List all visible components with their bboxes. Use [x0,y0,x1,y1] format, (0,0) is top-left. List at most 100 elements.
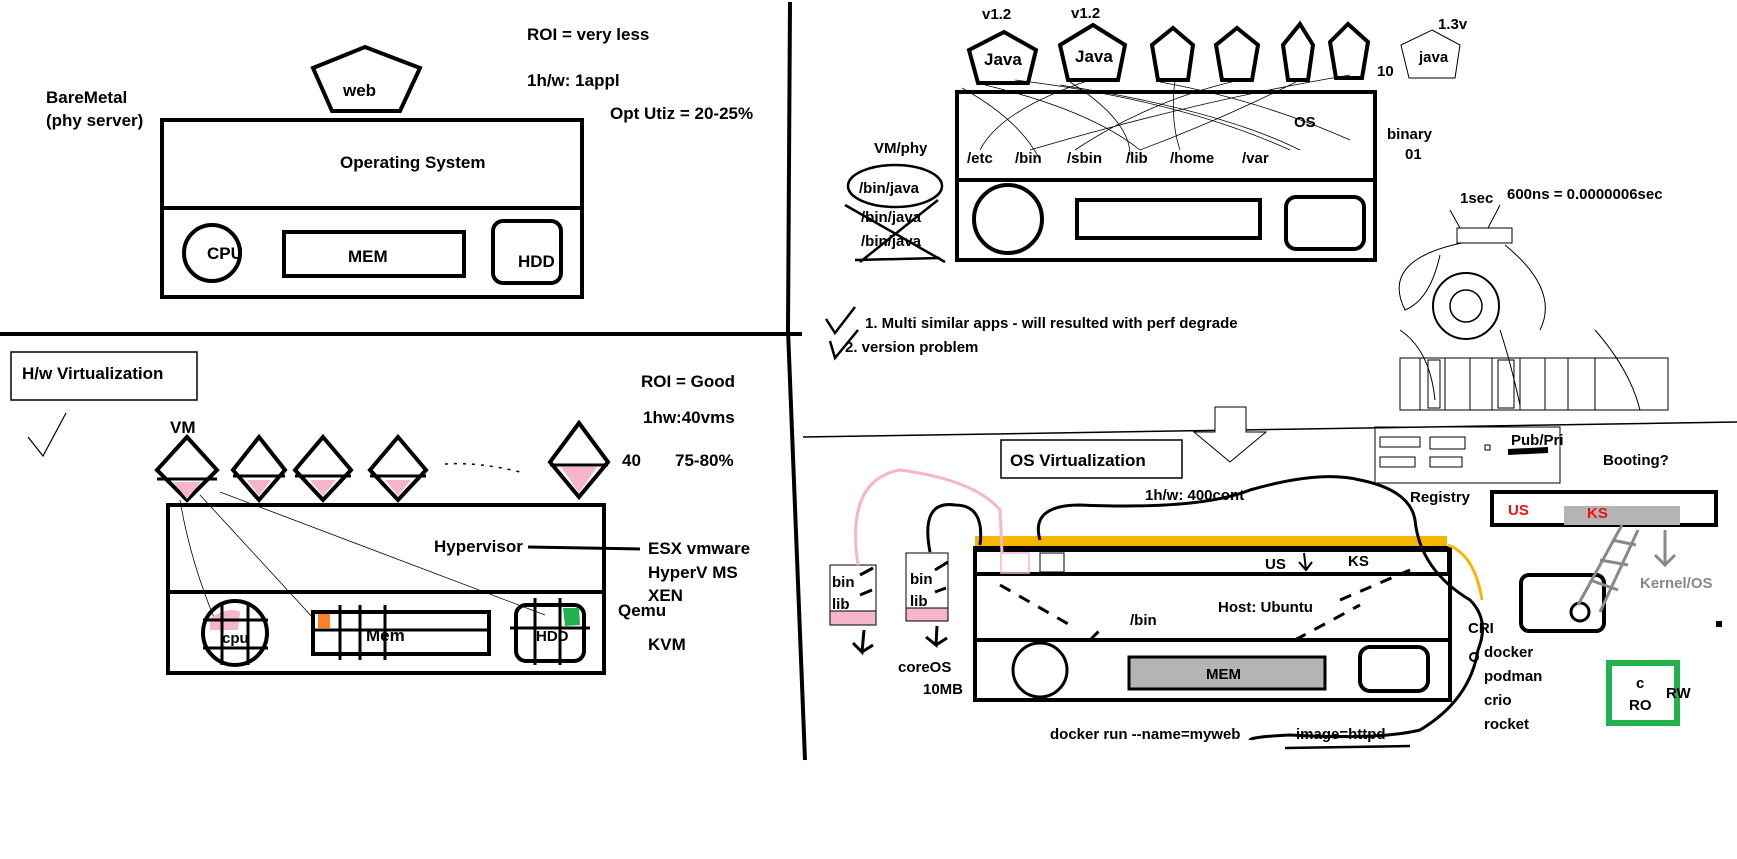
hypervisor-product: Qemu [618,601,666,620]
java-app-pentagon: Java [1057,22,1128,82]
java-app-label: Java [984,50,1022,69]
quadrant-dividers [0,1,1737,761]
cpu-circle [972,183,1044,255]
hdd-box [1284,195,1366,251]
size-label: 10MB [923,681,963,698]
baremetal-mem-label: MEM [348,247,388,266]
runtime-label: podman [1484,668,1542,685]
mem-box [1127,655,1327,691]
hypervisor-product: XEN [648,586,683,605]
container-image: bin lib [829,564,877,656]
vm-count: 40 [622,451,641,470]
hdd-box [514,603,586,663]
docker-command-image: --image=httpd [1286,726,1386,743]
java-path: /bin/java [861,233,922,250]
dir-label: /var [1242,150,1269,167]
os-label: OS [1294,114,1316,131]
pub-pri-label: Pub/Pri [1511,432,1564,449]
host-ks-label: KS [1348,553,1369,570]
hypervisor-label: Hypervisor [434,537,523,556]
registry-label: Registry [1410,489,1471,506]
hypervisor-product: KVM [648,635,686,654]
dir-label: /sbin [1067,150,1102,167]
cross-mark [844,199,946,264]
cpu-clock-sketch [1398,204,1669,411]
app-pentagon [1280,20,1316,82]
arrow-down-icon [1653,530,1677,568]
dir-label: /etc [967,150,993,167]
vm-phy-label: VM/phy [874,140,928,157]
dir-label: /lib [1126,150,1148,167]
binary-label: binary [1387,126,1433,143]
java-path: /bin/java [861,209,922,226]
vm-diamond [154,434,220,503]
host-mem-label: MEM [1206,666,1241,683]
image-lib-label: lib [910,593,928,610]
runtime-label: rocket [1484,716,1529,733]
problem-section: v1.2 v1.2 1.3v Java Java 10 java OS /etc… [824,5,1669,463]
pink-connector [854,468,1004,566]
us-ks-layer [973,548,1451,576]
ks-label: KS [1587,505,1608,522]
baremetal-hdd-label: HDD [518,252,555,271]
docker-command: docker run --name=myweb [1050,726,1240,743]
boot-disk-sketch [1519,524,1640,633]
cpu-circle [201,599,269,667]
baremetal-cpu-label: CPU [207,244,243,263]
dir-label: /bin [1015,150,1042,167]
us-label: US [1508,502,1529,519]
os-virtualization-section: OS Virtualization 1h/w: 400cont Pub/Pri … [829,426,1722,750]
java-app-pentagon: Java [966,29,1039,85]
registry-connector [1037,475,1484,742]
os-virt-title-box [1000,439,1183,479]
problem-server-box [955,90,1377,262]
version-label: v1.2 [1071,5,1100,22]
host-label: Host: Ubuntu [1218,599,1313,616]
vm-diamond [547,419,611,501]
app-pentagon [1400,29,1461,79]
hw-virt-utilization: 75-80% [675,451,734,470]
dot-mark [1716,621,1722,627]
check-mark-icon [824,306,859,361]
layer-rw: RW [1666,685,1692,702]
vm-diamond [230,433,288,504]
hw-virtualization-section: H/w Virtualization ROI = Good 1hw:40vms … [10,351,750,675]
java-app-label: java [1418,49,1449,66]
timing-label: 1sec [1460,190,1493,207]
image-bin-label: bin [832,574,855,591]
cpu-circle [182,223,242,283]
vm-diamond [367,433,429,503]
timing-label: 600ns = 0.0000006sec [1507,186,1663,203]
hw-virt-ratio: 1hw:40vms [643,408,735,427]
vm-label: VM [170,418,196,437]
host-us-label: US [1265,556,1286,573]
vm-diamond [292,433,354,503]
hw-cpu-label: cpu [222,630,249,647]
mem-box [1075,198,1262,240]
app-pentagon [1149,25,1196,82]
cri-connector [1447,543,1484,601]
version-label: v1.2 [982,6,1011,23]
cpu-circle [1011,641,1069,699]
baremetal-subtitle: (phy server) [46,111,143,130]
check-mark-icon [27,412,67,458]
binary-value: 01 [1405,146,1422,163]
container-layer: c RO RW [1606,660,1692,726]
baremetal-os-label: Operating System [340,153,486,172]
cri-label: CRI [1468,620,1494,637]
web-app-label: web [342,81,376,100]
layer-ro: RO [1629,697,1652,714]
kernel-os-label: Kernel/OS [1640,575,1713,592]
java-path: /bin/java [859,180,920,197]
hw-hdd-label: HDD [536,628,569,645]
layer-c: c [1636,675,1644,692]
hypervisor-product: ESX vmware [648,539,750,558]
hw-virt-title-box [10,351,198,401]
host-server-box [973,546,1452,702]
mem-box [282,230,466,278]
app-count: 10 [1377,63,1394,80]
hdd-box [1358,645,1430,693]
image-lib-label: lib [832,596,850,613]
kernel-space-fill [1564,506,1680,525]
hdd-box [491,219,563,285]
